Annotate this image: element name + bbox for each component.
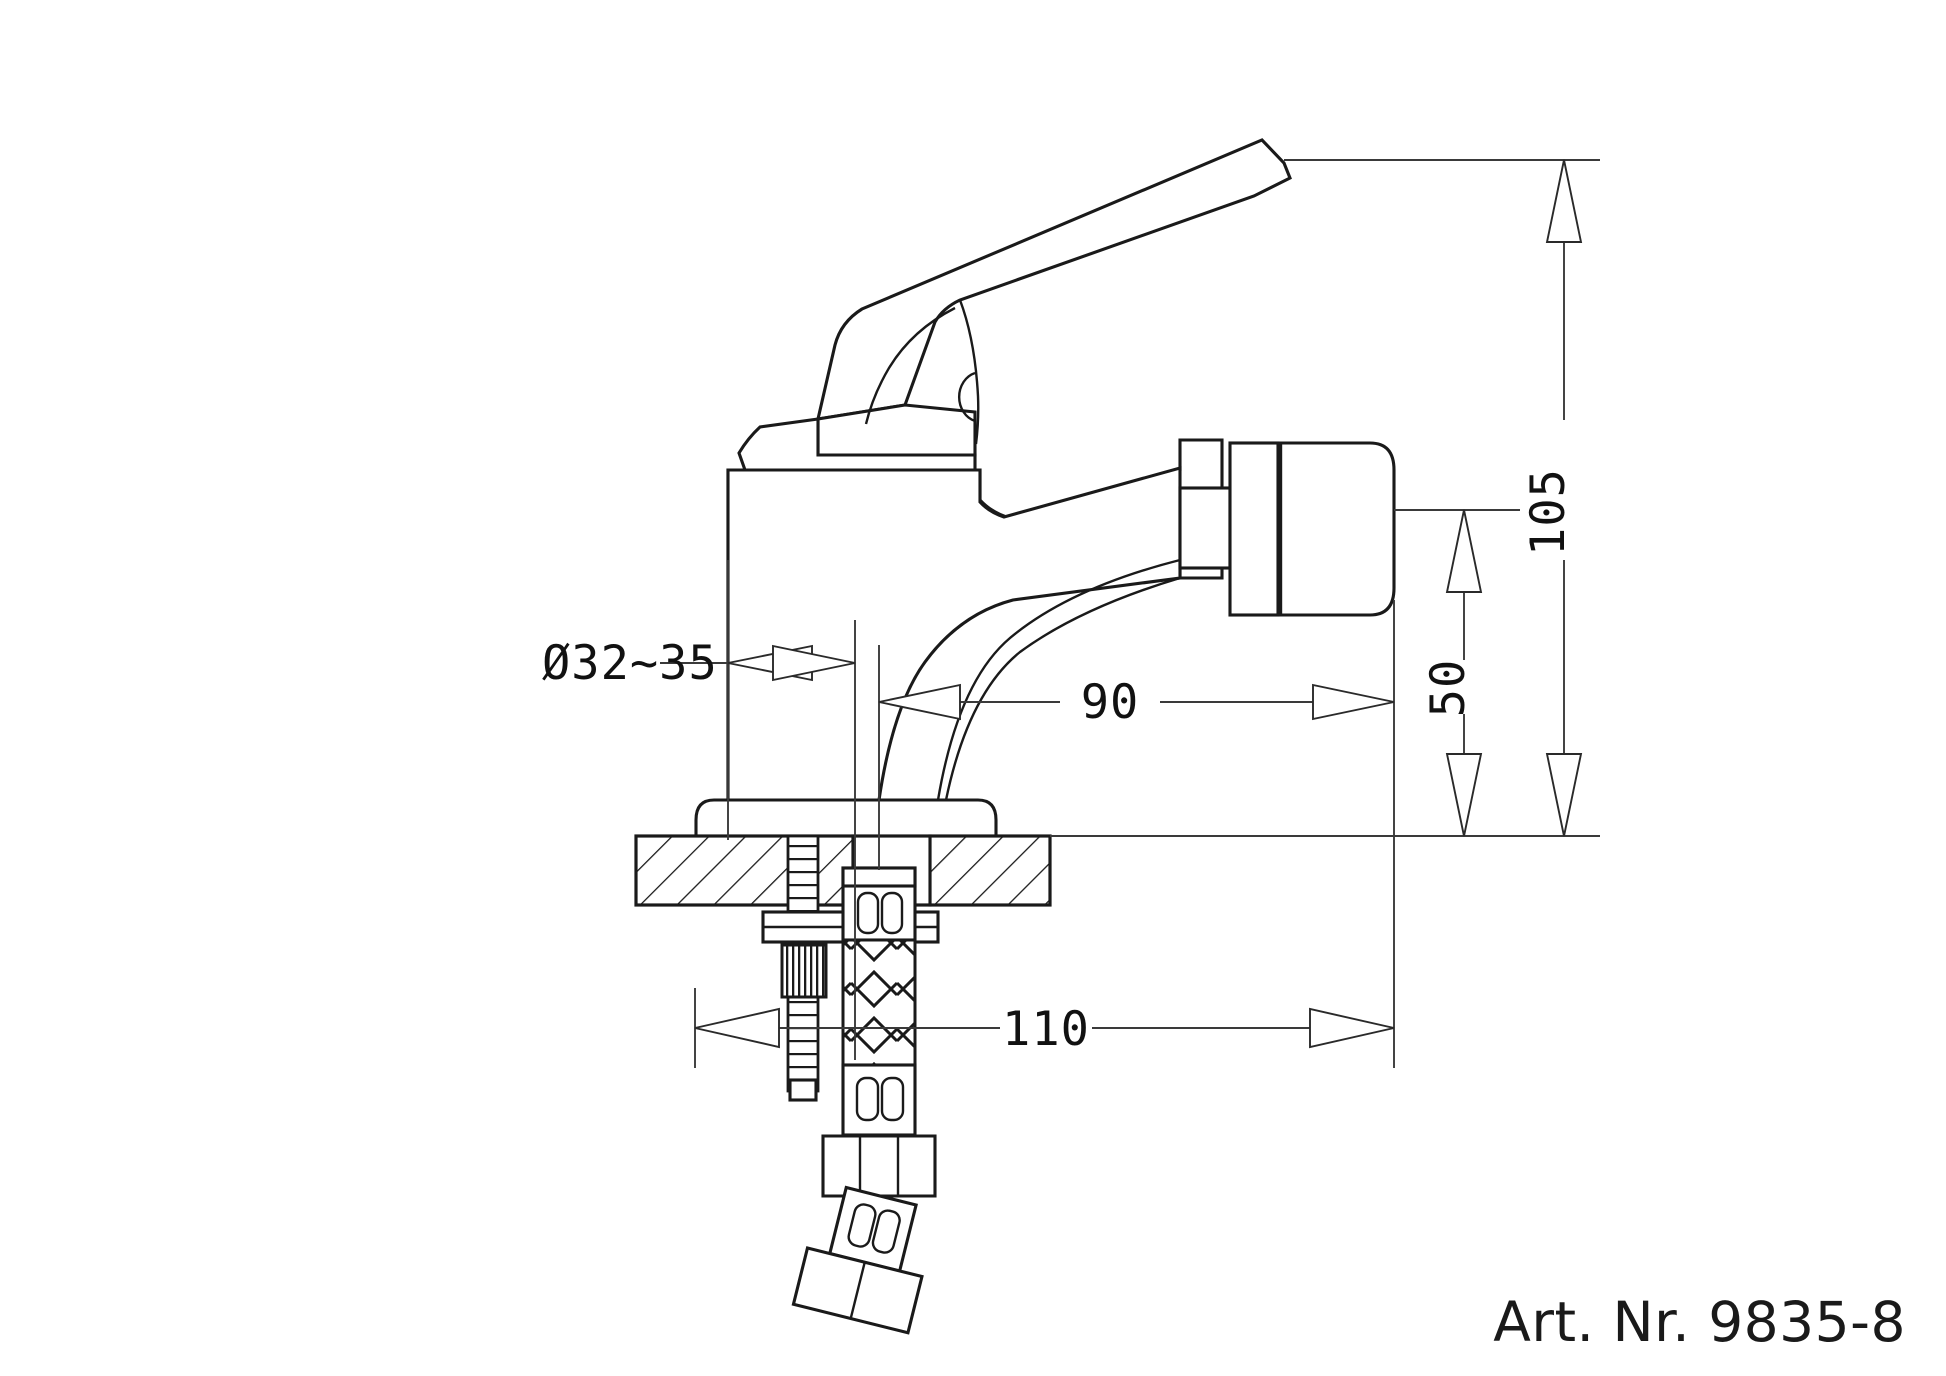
dim-110-arrow-right <box>1309 1007 1395 1049</box>
countertop-right <box>928 834 1052 907</box>
dim-110-arrow-left <box>694 1007 780 1049</box>
body-and-spout <box>726 465 1182 802</box>
ferrule-slot-right <box>880 891 904 935</box>
dimension-bore: Ø32~35 <box>542 636 856 691</box>
spout-underside-curve <box>944 576 1181 801</box>
dim-50-arrow-bottom <box>1445 753 1483 837</box>
knurled-nut <box>780 943 828 999</box>
dimension-spout-height: 50 <box>1421 509 1483 837</box>
countertop-left <box>634 834 855 907</box>
base-escutcheon <box>694 798 998 838</box>
braided-hose <box>841 938 917 1067</box>
tail-nut-edge <box>849 1261 866 1319</box>
mounting-hardware <box>761 834 940 1335</box>
dim-105-arrow-top <box>1545 159 1583 243</box>
handle-crease <box>864 306 956 425</box>
aerator-cap <box>1278 441 1396 617</box>
dim-bore-arrow-right <box>772 644 856 682</box>
dimension-width: 110 <box>694 1002 1395 1057</box>
dim-110-label: 110 <box>1002 1002 1090 1057</box>
dimension-total-height: 105 <box>1521 159 1583 837</box>
hose-tail-group <box>791 1185 924 1335</box>
stud-tip <box>788 1078 818 1102</box>
extension-lines <box>694 159 1600 1068</box>
spout-top-curve <box>936 558 1181 801</box>
dim-90-arrow-right <box>1312 683 1395 721</box>
dimension-projection: 90 <box>878 675 1395 730</box>
connector-slot-right <box>880 1076 905 1122</box>
hose-hex-nut <box>821 1134 937 1198</box>
lever-handle <box>815 138 1292 421</box>
dim-105-label: 105 <box>1521 468 1576 556</box>
faucet-outline <box>694 138 1396 838</box>
tail-slot-left <box>847 1203 877 1248</box>
handle-crease-2 <box>958 299 980 445</box>
hose-ferrule-band <box>841 866 917 888</box>
dim-90-label: 90 <box>1081 675 1140 730</box>
dim-bore-label: Ø32~35 <box>542 636 718 691</box>
dim-105-arrow-bottom <box>1545 753 1583 837</box>
handle-pivot-icon <box>957 371 976 423</box>
dim-50-arrow-top <box>1445 509 1483 593</box>
connector-slot-left <box>855 1076 880 1122</box>
article-number-label: Art. Nr. 9835-8 <box>1493 1290 1906 1354</box>
aerator-ring <box>1228 441 1280 617</box>
ferrule-slot-left <box>856 891 880 935</box>
tail-slot-right <box>871 1209 901 1254</box>
aerator-neck <box>1178 486 1232 570</box>
cartridge-collar <box>737 417 977 472</box>
dim-50-label: 50 <box>1421 659 1476 718</box>
dim-90-arrow-left <box>878 683 961 721</box>
